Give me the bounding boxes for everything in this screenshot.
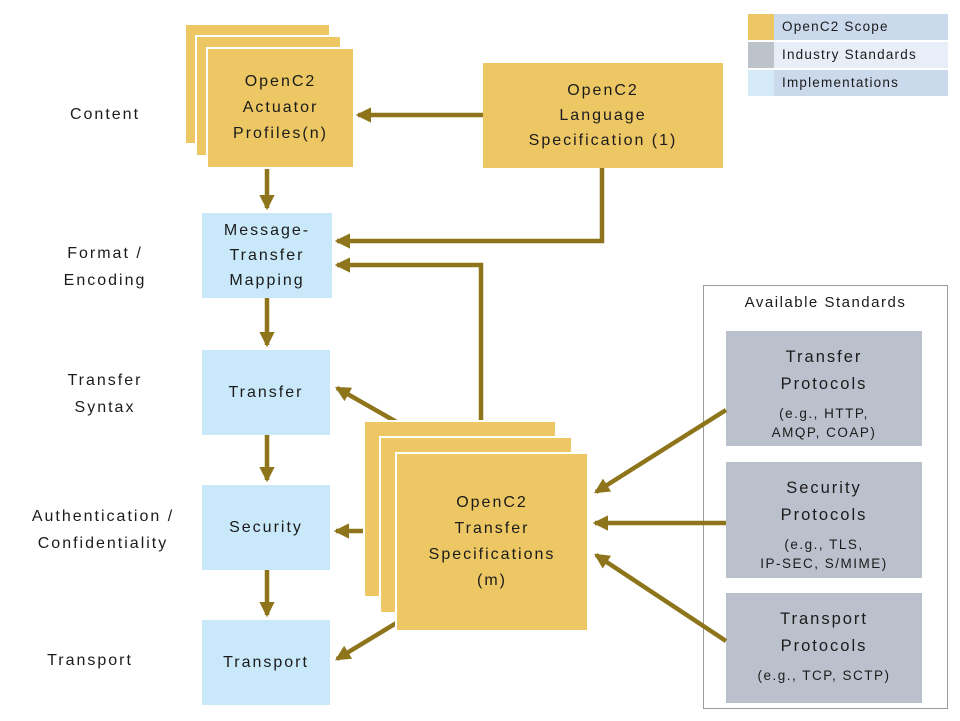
- openc2-scope-swatch: [748, 14, 774, 40]
- legend-row-implementations: Implementations: [748, 70, 948, 96]
- legend-label-openc2-scope: OpenC2 Scope: [774, 14, 948, 40]
- legend-row-openc2-scope: OpenC2 Scope: [748, 14, 948, 40]
- row-label-authentication-confidentiality: Authentication / Confidentiality: [31, 508, 175, 552]
- implementations-swatch: [748, 70, 774, 96]
- arrow-specs-to-mapping: [334, 257, 484, 421]
- available-standards-title: Available Standards: [744, 294, 907, 311]
- transport-box: Transport: [202, 620, 330, 705]
- transfer-specs-box: OpenC2 Transfer Specifications (m): [395, 452, 589, 632]
- legend-label-industry-standards: Industry Standards: [774, 42, 948, 68]
- legend: OpenC2 Scope Industry Standards Implemen…: [748, 14, 948, 98]
- language-spec-box: OpenC2 Language Specification (1): [483, 63, 723, 168]
- legend-label-implementations: Implementations: [774, 70, 948, 96]
- arrow-specs-to-transfer: [335, 386, 402, 426]
- row-label-transfer-syntax: Transfer Syntax: [67, 372, 143, 416]
- arrow-specs-to-transport: [335, 620, 400, 661]
- row-label-transport: Transport: [47, 652, 133, 669]
- transport-protocols-name: Transport Protocols: [780, 610, 868, 655]
- transfer-protocols-name: Transfer Protocols: [780, 348, 868, 393]
- transport-protocols-detail: (e.g., TCP, SCTP): [757, 668, 891, 683]
- security-protocols-name: Security Protocols: [780, 479, 868, 524]
- arrow-langspec-to-mapping: [334, 167, 605, 249]
- transfer-protocols-detail: (e.g., HTTP, AMQP, COAP): [771, 406, 877, 440]
- row-label-content: Content: [69, 106, 141, 123]
- security-box: Security: [202, 485, 330, 570]
- transport-protocols-box: Transport Protocols (e.g., TCP, SCTP): [726, 593, 922, 703]
- message-transfer-mapping-box: Message- Transfer Mapping: [202, 213, 332, 298]
- actuator-profiles-box: OpenC2 Actuator Profiles(n): [206, 47, 355, 169]
- available-standards-panel: Available Standards Transfer Protocols (…: [703, 285, 948, 709]
- row-label-format-encoding: Format / Encoding: [63, 245, 147, 289]
- legend-row-industry-standards: Industry Standards: [748, 42, 948, 68]
- security-protocols-box: Security Protocols (e.g., TLS, IP-SEC, S…: [726, 462, 922, 578]
- security-protocols-detail: (e.g., TLS, IP-SEC, S/MIME): [760, 537, 888, 571]
- industry-standards-swatch: [748, 42, 774, 68]
- transfer-protocols-box: Transfer Protocols (e.g., HTTP, AMQP, CO…: [726, 331, 922, 446]
- transfer-box: Transfer: [202, 350, 330, 435]
